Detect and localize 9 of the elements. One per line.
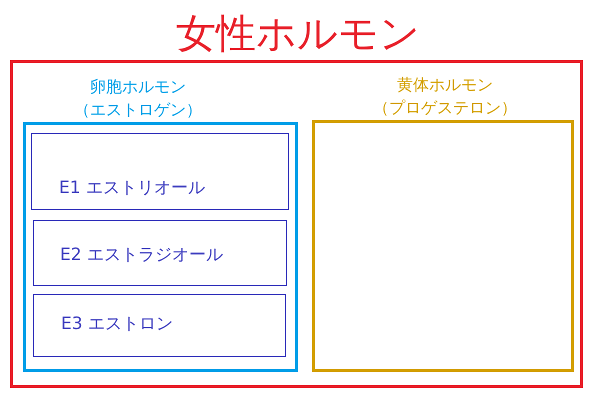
item-label: E1 エストリオール <box>59 177 205 199</box>
title-heading: 女性ホルモン <box>175 10 421 59</box>
item-label: E2 エストラジオール <box>60 244 223 266</box>
item-label: E3 エストロン <box>61 313 173 335</box>
group-heading: 黄体ホルモン（プロゲステロン） <box>372 74 518 120</box>
item-box <box>33 294 286 357</box>
item-box <box>33 220 287 286</box>
item-box <box>31 133 289 210</box>
group-heading: 卵胞ホルモン（エストロゲン） <box>73 76 203 122</box>
